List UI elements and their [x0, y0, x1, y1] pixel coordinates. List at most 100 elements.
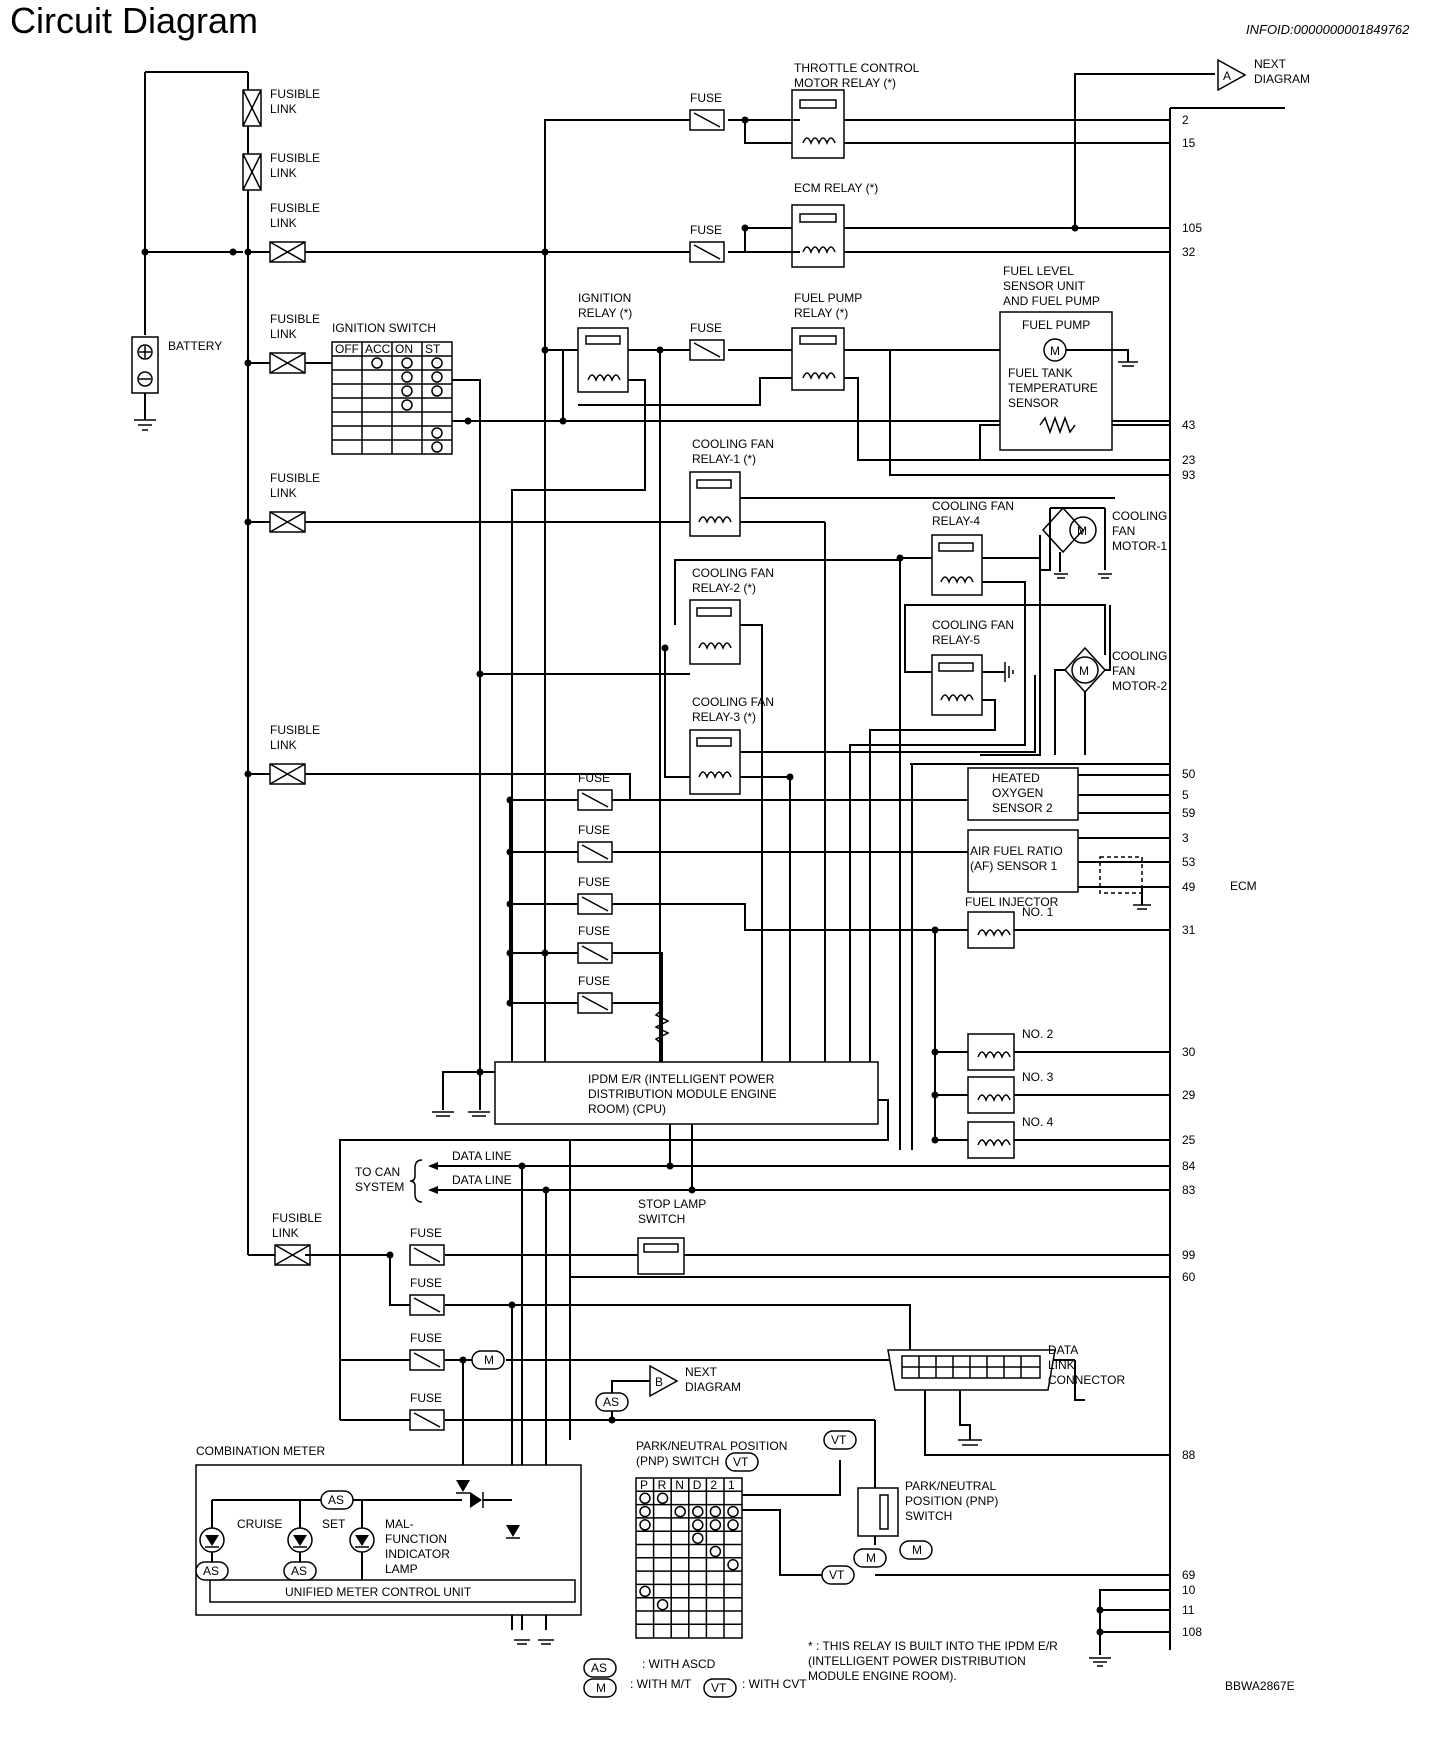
fusible-link-icon	[244, 511, 306, 533]
ecm-pin-label: 15	[1182, 136, 1196, 150]
mt-line-drop	[1074, 1360, 1085, 1401]
fuse-label: FUSE	[690, 321, 722, 335]
ecm-pin-label: 60	[1182, 1270, 1196, 1284]
resistor-icon	[654, 1009, 670, 1045]
svg-text:VT: VT	[733, 1455, 749, 1469]
ecm-pin-label: 25	[1182, 1133, 1196, 1147]
svg-text:M: M	[1050, 344, 1060, 358]
ignition-column-label: OFF	[335, 342, 359, 356]
ipdm-ground-wire	[442, 1071, 495, 1110]
throttle-control-motor-relay	[728, 89, 1170, 159]
svg-text:AS: AS	[203, 1564, 219, 1578]
cooling-fan-relay-4	[931, 534, 983, 596]
fuse-label: FUSE	[578, 823, 610, 837]
pnp-column-label: P	[640, 1478, 648, 1492]
can-83	[691, 1124, 1170, 1191]
ecm-pin-label: 30	[1182, 1045, 1196, 1059]
tag-as-icon: AS	[583, 1658, 617, 1678]
legend-m: : WITH M/T	[630, 1677, 692, 1691]
fuse-icon	[689, 241, 725, 263]
relay2-out	[740, 624, 763, 1072]
ignition-column-label: ST	[425, 342, 441, 356]
tag-vt-icon: VT	[821, 1565, 855, 1585]
data-line-2-label: DATA LINE	[452, 1173, 512, 1187]
battery-feed-wire	[144, 72, 243, 253]
ecm-pin-labels: 2151053243239350559353493130292584839960…	[1182, 113, 1202, 1639]
legend-vt: : WITH CVT	[742, 1677, 807, 1691]
ecm-ground-wire	[1099, 1589, 1170, 1655]
svg-text:M: M	[912, 1543, 922, 1557]
pnp-column-label: 2	[710, 1478, 717, 1492]
ecm-pin-label: 84	[1182, 1159, 1196, 1173]
fuse-label: FUSE	[578, 974, 610, 988]
relay4-coil	[849, 581, 1026, 1072]
stop-lamp-switch	[637, 1237, 1170, 1275]
wire-60	[569, 1276, 1170, 1290]
fuel-injector-3	[931, 1076, 1170, 1114]
fuse-icon	[577, 992, 613, 1014]
ecm-relay	[728, 204, 1170, 268]
pnp-table-label: PARK/NEUTRAL POSITION(PNP) SWITCH	[636, 1439, 787, 1468]
ecm-ground-icon	[1089, 1657, 1111, 1667]
legend: : WITH ASCD : WITH M/T : WITH CVT * : TH…	[630, 1639, 1058, 1691]
ecm-pin-label: 29	[1182, 1088, 1196, 1102]
fuse-label: FUSE	[410, 1331, 442, 1345]
fusible-link-icon	[244, 241, 306, 263]
fusible-link-icon	[244, 352, 306, 374]
unified-meter-label: UNIFIED METER CONTROL UNIT	[285, 1585, 472, 1599]
combination-meter-label: COMBINATION METER	[196, 1444, 325, 1458]
fuel-pump-label: FUEL PUMP	[1022, 318, 1090, 332]
tag-as-icon: AS	[595, 1392, 629, 1412]
ecm-pin-label: 108	[1182, 1625, 1202, 1639]
ignition-switch-label: IGNITION SWITCH	[332, 321, 436, 335]
ecm-pin-label: 3	[1182, 831, 1189, 845]
fuse-icon	[577, 893, 613, 915]
tag-as-icon: AS	[195, 1561, 229, 1581]
fuse-icon	[409, 1244, 445, 1266]
set-lamp-icon	[287, 1500, 313, 1580]
connector-a-icon: A	[1217, 58, 1247, 92]
fuse-label: FUSE	[690, 223, 722, 237]
af-sensor-1	[967, 829, 1170, 910]
mil-lamp-icon	[349, 1500, 375, 1580]
ecm-pin-label: 59	[1182, 806, 1196, 820]
ecm-pin-label: 83	[1182, 1183, 1196, 1197]
fuel-injector-1	[967, 911, 1170, 949]
battery-ground-icon	[134, 419, 156, 431]
injector-label: NO. 1	[1022, 905, 1054, 919]
fuse-label: FUSE	[690, 91, 722, 105]
injector-label: NO. 4	[1022, 1115, 1054, 1129]
ecm-pin-label: 2	[1182, 113, 1189, 127]
svg-text:M: M	[484, 1353, 494, 1367]
heated-oxygen-sensor-2	[967, 767, 1170, 821]
tag-vt-icon: VT	[823, 1430, 857, 1450]
fuse-icon	[577, 942, 613, 964]
pnp-switch	[857, 1487, 899, 1545]
relay5-in	[904, 604, 1106, 673]
fuse-label: FUSE	[410, 1276, 442, 1290]
can-brace	[409, 1159, 423, 1203]
ecm-pin-label: 23	[1182, 453, 1196, 467]
ipdm-ground-icon	[432, 1111, 490, 1117]
ecm-pin-label: 10	[1182, 1583, 1196, 1597]
tag-as-icon: AS	[320, 1490, 354, 1510]
tag-m-icon: M	[583, 1678, 617, 1698]
ecm-pin-label: 43	[1182, 418, 1196, 432]
ecm-label: ECM	[1230, 879, 1257, 893]
fusible-link-774-wire	[305, 773, 968, 801]
cooling-fan-relay-3	[689, 729, 794, 795]
fuse-label: FUSE	[578, 771, 610, 785]
can-84	[669, 1124, 1170, 1167]
svg-text:VT: VT	[711, 1681, 727, 1695]
fuse-icon	[689, 109, 725, 131]
meter-ground-icon	[514, 1639, 554, 1645]
ignition-relay	[577, 327, 629, 393]
